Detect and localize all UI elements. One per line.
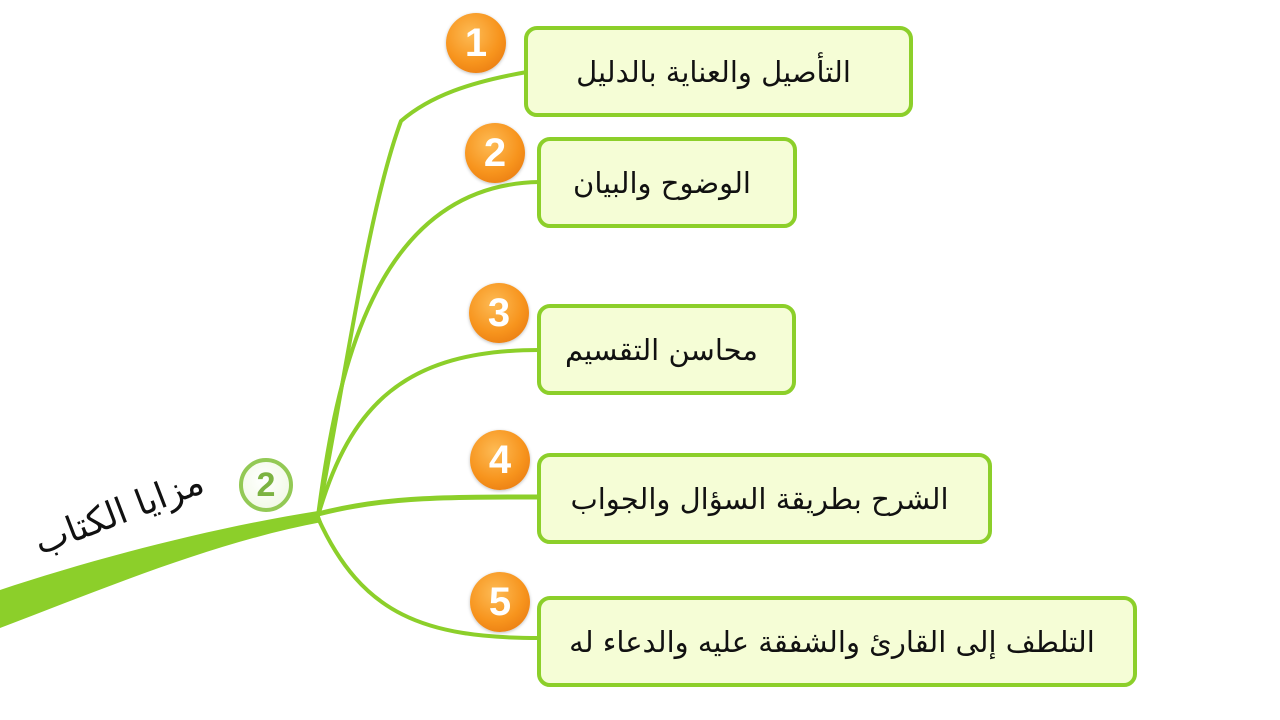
node-5: التلطف إلى القارئ والشفقة عليه والدعاء ل… — [537, 596, 1137, 687]
connector-5 — [316, 516, 541, 640]
branch-number-badge: 2 — [239, 458, 293, 512]
node-label: الشرح بطريقة السؤال والجواب — [570, 481, 949, 516]
number-badge-5: 5 — [470, 572, 530, 632]
node-1: التأصيل والعناية بالدليل — [524, 26, 913, 117]
number-badge-4: 4 — [470, 430, 530, 490]
number-badge-2: 2 — [465, 123, 525, 183]
node-3: محاسن التقسيم — [537, 304, 796, 395]
number-badge-1: 1 — [446, 13, 506, 73]
number-badge-3: 3 — [469, 283, 529, 343]
node-2: الوضوح والبيان — [537, 137, 797, 228]
node-4: الشرح بطريقة السؤال والجواب — [537, 453, 992, 544]
node-label: محاسن التقسيم — [565, 332, 758, 367]
connector-4 — [315, 494, 542, 517]
main-branch — [0, 511, 322, 628]
connector-3 — [316, 348, 541, 518]
node-label: التأصيل والعناية بالدليل — [576, 54, 851, 89]
connector-2 — [316, 180, 541, 518]
node-label: التلطف إلى القارئ والشفقة عليه والدعاء ل… — [569, 624, 1095, 659]
node-label: الوضوح والبيان — [573, 165, 751, 200]
